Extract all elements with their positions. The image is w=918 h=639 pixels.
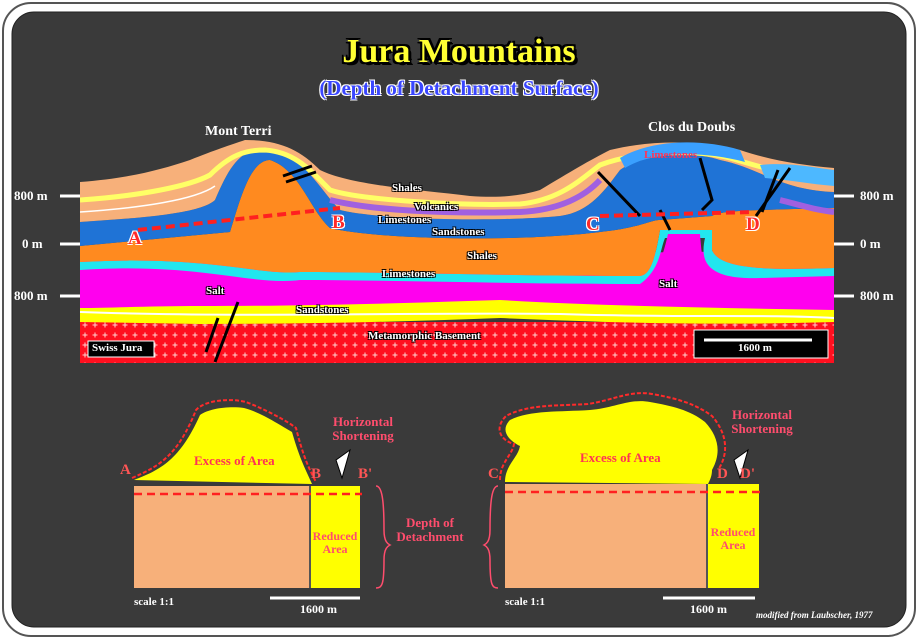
lower-point-c: C bbox=[488, 466, 499, 482]
lower-point-b-prime: B' bbox=[358, 466, 373, 482]
scale-bar-label: 1600 m bbox=[690, 602, 727, 616]
lower-point-d: D bbox=[717, 466, 728, 482]
shortening-arrow-left bbox=[335, 448, 351, 480]
right-cap-blue bbox=[620, 142, 745, 168]
layer-label: Sandstones bbox=[432, 226, 485, 238]
layer-label: Volcanics bbox=[414, 201, 459, 213]
horizontal-shortening-label: Horizontal Shortening bbox=[332, 414, 394, 443]
reduced-area-left bbox=[310, 486, 360, 588]
salt-diapir bbox=[650, 234, 712, 282]
excess-area-label: Excess of Area bbox=[580, 450, 661, 465]
layer-label: Metamorphic Basement bbox=[368, 330, 481, 342]
depth-of-detachment-label: Depth of Detachment bbox=[396, 515, 464, 544]
reduced-area-right bbox=[707, 484, 759, 588]
layer-label: Salt bbox=[206, 285, 225, 297]
depth-label: 800 m bbox=[860, 188, 894, 203]
excess-outline-left bbox=[131, 399, 317, 483]
section-area-left bbox=[134, 486, 310, 588]
location-clos-du-doubs: Clos du Doubs bbox=[648, 120, 736, 135]
region-tag: Swiss Jura bbox=[92, 342, 143, 354]
lower-point-a: A bbox=[120, 462, 131, 478]
fault-line bbox=[204, 301, 240, 363]
reduced-area-label: Reduced Area bbox=[710, 525, 756, 552]
lower-left-panel bbox=[131, 399, 392, 600]
section-point-a: A bbox=[128, 228, 142, 249]
section-point-c: C bbox=[586, 214, 600, 235]
excess-outline-right bbox=[498, 392, 727, 481]
credit-note: modified from Laubscher, 1977 bbox=[756, 610, 873, 620]
region-tag-box bbox=[87, 340, 155, 358]
fault-line bbox=[754, 167, 792, 217]
layer-label: Shales bbox=[467, 250, 497, 262]
layer-label: Limestones bbox=[382, 268, 436, 280]
scale-label: scale 1:1 bbox=[134, 596, 175, 608]
excess-area-label: Excess of Area bbox=[194, 453, 275, 468]
fault-line bbox=[596, 170, 642, 218]
lower-point-d-prime: D' bbox=[740, 466, 755, 482]
scale-bar-box bbox=[693, 329, 829, 359]
lower-right-panel bbox=[482, 392, 760, 600]
excess-area-left bbox=[134, 407, 312, 484]
layer-label: Shales bbox=[392, 182, 422, 194]
depth-label: 800 m bbox=[14, 288, 48, 303]
location-mont-terri: Mont Terri bbox=[205, 124, 272, 139]
blue-limestone-layer bbox=[80, 148, 834, 246]
orange-shale-layer bbox=[80, 160, 834, 276]
section-area-right bbox=[505, 484, 707, 588]
fault-line bbox=[698, 157, 714, 212]
depth-label: 0 m bbox=[22, 236, 43, 251]
volcanics-band bbox=[329, 177, 603, 216]
page-subtitle: (Depth of Detachment Surface) bbox=[319, 76, 599, 100]
shortening-arrow-right bbox=[733, 448, 749, 480]
section-point-b: B bbox=[332, 212, 345, 233]
detachment-line bbox=[599, 210, 753, 218]
depth-label: 800 m bbox=[14, 188, 48, 203]
fault-line bbox=[282, 164, 317, 184]
page-title: Jura Mountains bbox=[342, 33, 576, 70]
depth-label: 0 m bbox=[860, 236, 881, 251]
lower-point-b: B bbox=[311, 466, 322, 482]
scale-bar-label: 1600 m bbox=[738, 342, 772, 354]
horizontal-shortening-label: Horizontal Shortening bbox=[731, 407, 793, 436]
scale-bar-label: 1600 m bbox=[300, 602, 337, 616]
layer-label: Limestones bbox=[644, 149, 698, 161]
detachment-line bbox=[137, 206, 341, 232]
layer-label: Limestones bbox=[378, 214, 432, 226]
cross-section bbox=[80, 130, 834, 363]
depth-label: 800 m bbox=[860, 288, 894, 303]
depth-ticks bbox=[60, 194, 854, 298]
layer-label: Sandstones bbox=[296, 304, 349, 316]
excess-area-right bbox=[505, 401, 718, 484]
layer-label: Salt bbox=[659, 278, 678, 290]
section-point-d: D bbox=[746, 214, 760, 235]
scale-label: scale 1:1 bbox=[505, 596, 546, 608]
reduced-area-label: Reduced Area bbox=[312, 529, 358, 556]
